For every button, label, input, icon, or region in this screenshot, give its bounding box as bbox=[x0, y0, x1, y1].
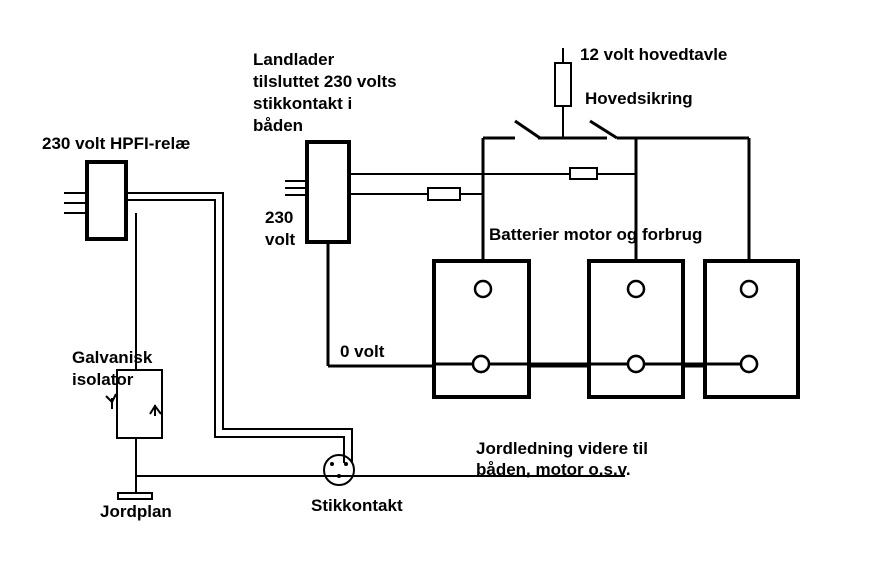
rcd-relay-box bbox=[85, 160, 128, 241]
ground-wire-label-line-1: Jordledning videre til bbox=[476, 439, 648, 458]
charger-label-line-2: tilsluttet 230 volts bbox=[253, 72, 397, 91]
main-switches bbox=[483, 119, 749, 140]
charger-label-line-4: båden bbox=[253, 116, 303, 135]
rcd-label: 230 volt HPFI-relæ bbox=[42, 134, 190, 153]
battery-3-positive-terminal bbox=[739, 279, 759, 299]
ground-wire-label-line-2: båden, motor o.s.v. bbox=[476, 460, 631, 479]
isolator-label-line-2: isolator bbox=[72, 370, 134, 389]
battery-2-positive-terminal bbox=[626, 279, 646, 299]
battery-2 bbox=[587, 259, 685, 399]
mains-voltage-label-line-1: 230 bbox=[265, 208, 293, 227]
main-panel-fuse bbox=[554, 48, 572, 138]
rcd-to-socket-wires bbox=[126, 192, 353, 463]
battery-1 bbox=[432, 259, 531, 399]
main-fuse-label: Hovedsikring bbox=[585, 89, 693, 108]
socket-label: Stikkontakt bbox=[311, 496, 403, 515]
socket bbox=[323, 454, 355, 486]
battery-1-positive-terminal bbox=[473, 279, 493, 299]
charger-mains-input bbox=[285, 180, 307, 196]
mains-voltage-label-line-2: volt bbox=[265, 230, 296, 249]
galvanic-isolator bbox=[105, 369, 163, 439]
ground-wire bbox=[135, 213, 625, 493]
ground-plate-label: Jordplan bbox=[100, 502, 172, 521]
main-panel-label: 12 volt hovedtavle bbox=[580, 45, 727, 64]
battery-3 bbox=[703, 259, 800, 399]
charger-label-line-1: Landlader bbox=[253, 50, 335, 69]
rcd-mains-input bbox=[64, 192, 87, 214]
isolator-label-line-1: Galvanisk bbox=[72, 348, 153, 367]
zero-volt-wire bbox=[326, 242, 749, 368]
ground-plate bbox=[117, 492, 153, 500]
batteries-label: Batterier motor og forbrug bbox=[489, 225, 702, 244]
battery-charger-box bbox=[305, 140, 351, 244]
charger-output-wires bbox=[350, 167, 636, 201]
charger-label-line-3: stikkontakt i bbox=[253, 94, 352, 113]
zero-volt-label: 0 volt bbox=[340, 342, 385, 361]
